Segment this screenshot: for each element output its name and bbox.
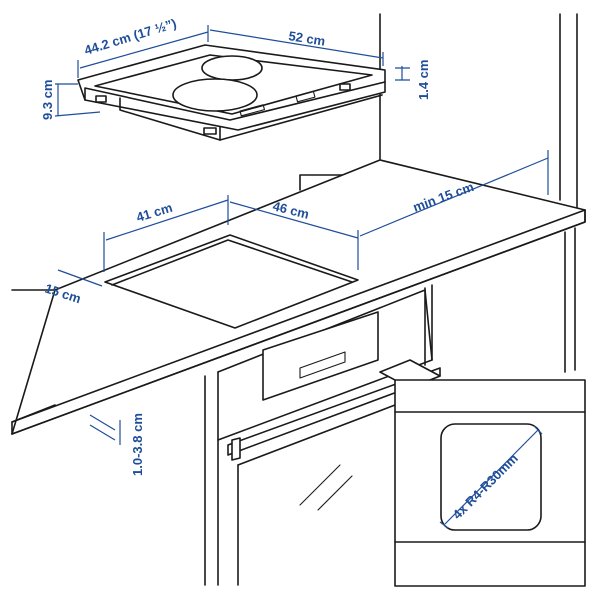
worktop-cutout — [104, 234, 359, 329]
worktop — [11, 159, 586, 435]
hob-depth-label: 44.2 cm (17 ½”) — [82, 16, 178, 58]
hob-width-label: 52 cm — [288, 28, 327, 49]
dimension-lines — [54, 25, 549, 529]
base-cabinet — [204, 227, 576, 586]
oven — [217, 289, 441, 586]
worktop-thickness-label: 1.0-3.8 cm — [130, 413, 145, 476]
hob — [77, 44, 386, 141]
cutout-depth-label: 41 cm — [134, 200, 174, 225]
hob-thickness-label: 1.4 cm — [416, 60, 431, 100]
cooking-zone-small — [201, 55, 263, 81]
hob-height-label: 9.3 cm — [40, 80, 55, 120]
cooking-zone-large — [172, 78, 258, 112]
